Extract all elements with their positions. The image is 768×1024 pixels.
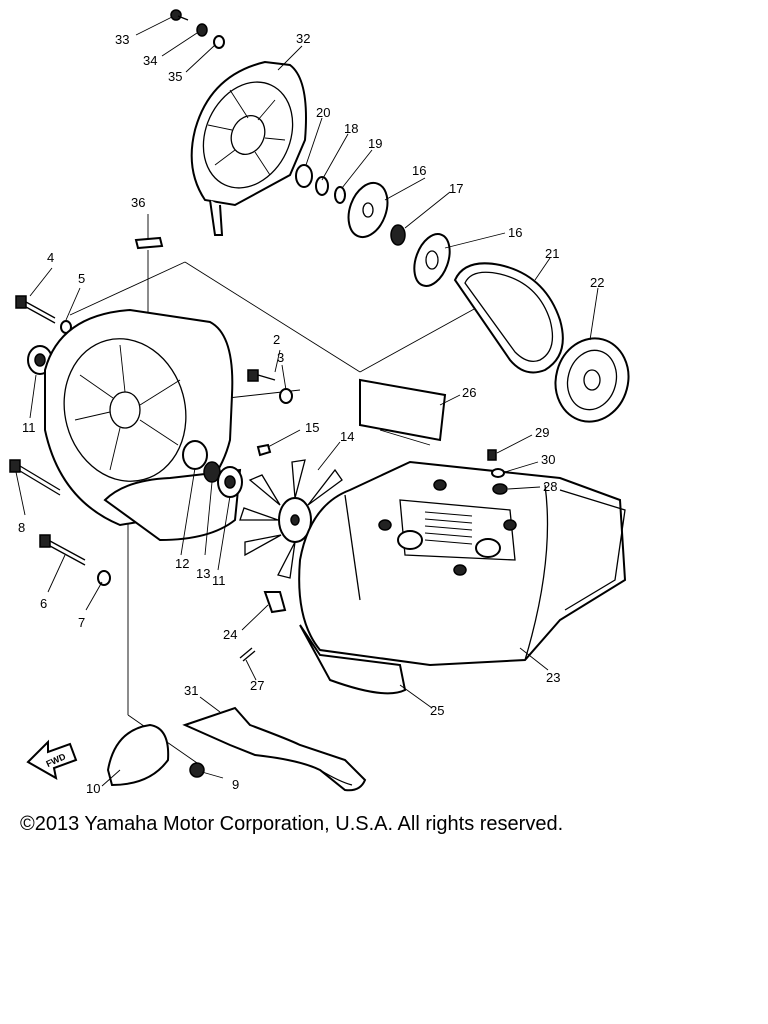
callout-label: 9	[232, 777, 239, 792]
bolt-4-washer-5	[15, 295, 72, 334]
callout-label: 7	[78, 615, 85, 630]
callout-leaders	[15, 16, 599, 787]
callout-label: 15	[305, 420, 319, 435]
callout-label: 16	[412, 163, 426, 178]
callout-label: 16	[508, 225, 522, 240]
cover-plate	[359, 378, 447, 442]
bolts-8-6-washer-7	[9, 459, 111, 586]
callout-label: 25	[430, 703, 444, 718]
cover-10-nut-9	[106, 723, 205, 787]
callout-label: 12	[175, 556, 189, 571]
callout-label: 14	[340, 429, 354, 444]
callout-label: 21	[545, 246, 559, 261]
starter-housing	[190, 60, 307, 236]
callout-label: 33	[115, 32, 129, 47]
primary-sheave-set	[295, 164, 451, 287]
callout-label: 5	[78, 271, 85, 286]
callout-label: 23	[546, 670, 560, 685]
shroud-grille	[424, 511, 473, 545]
callout-label: 6	[40, 596, 47, 611]
callout-label: 29	[535, 425, 549, 440]
callout-label: 11	[212, 573, 226, 588]
callout-label: 8	[18, 520, 25, 535]
callout-label: 19	[368, 136, 382, 151]
plate-36	[134, 236, 164, 250]
callout-label: 30	[541, 452, 555, 467]
callout-label: 4	[47, 250, 54, 265]
air-shroud	[298, 460, 627, 667]
callout-label: 31	[184, 683, 198, 698]
screw-29-washers	[487, 449, 508, 495]
exploded-parts-diagram: FWD	[9, 9, 630, 796]
callout-label: 24	[223, 627, 237, 642]
callout-label: 20	[316, 105, 330, 120]
secondary-sheave	[554, 337, 630, 423]
callout-label: 22	[590, 275, 604, 290]
callout-label: 35	[168, 69, 182, 84]
fan-case	[44, 308, 242, 542]
woodruff-key	[256, 443, 272, 457]
callout-label: 11	[22, 420, 36, 435]
drive-belt	[453, 262, 564, 374]
callout-labels: 2 3 4 5 6 7 8 9 10 11 11 12 13 14 15 16 …	[18, 31, 604, 796]
front-direction-arrow: FWD	[26, 739, 78, 780]
callout-label: 2	[273, 332, 280, 347]
callout-label: 27	[250, 678, 264, 693]
clip-24-screw-27	[239, 591, 287, 662]
callout-label: 10	[86, 781, 100, 796]
callout-label: 3	[277, 350, 284, 365]
callout-label: 36	[131, 195, 145, 210]
callout-label: 28	[543, 479, 557, 494]
callout-label: 17	[449, 181, 463, 196]
starter-bolt-set	[170, 9, 225, 49]
cooling-fan	[239, 459, 343, 579]
copyright-notice: ©2013 Yamaha Motor Corporation, U.S.A. A…	[20, 813, 564, 835]
callout-label: 18	[344, 121, 358, 136]
callout-label: 34	[143, 53, 157, 68]
bracket-31	[182, 706, 367, 792]
callout-label: 13	[196, 566, 210, 581]
callout-label: 32	[296, 31, 310, 46]
callout-label: 26	[462, 385, 476, 400]
lower-duct	[299, 624, 407, 695]
